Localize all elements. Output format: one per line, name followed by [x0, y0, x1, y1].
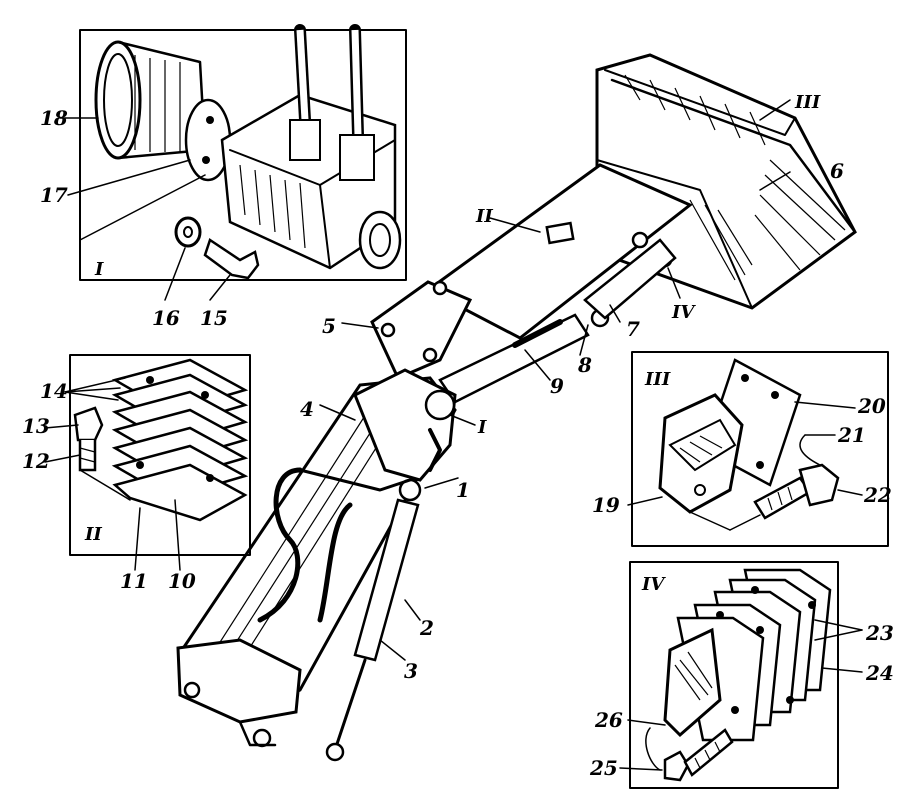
label-roman-I-main: I — [477, 417, 487, 438]
label-roman-II-inset: II — [84, 524, 102, 545]
inset-III-pad-bolt — [627, 351, 889, 547]
label-13: 13 — [22, 414, 50, 438]
label-3: 3 — [404, 659, 418, 683]
callout-labels: 18 17 I 16 15 5 II III 6 IV 7 8 9 4 I 1 … — [22, 92, 894, 780]
label-18: 18 — [40, 106, 68, 130]
label-11: 11 — [120, 569, 148, 593]
label-26: 26 — [594, 708, 623, 732]
label-roman-I-inset: I — [94, 259, 104, 280]
label-roman-II-main: II — [475, 206, 493, 227]
label-7: 7 — [626, 317, 640, 341]
label-9: 9 — [550, 374, 564, 398]
label-8: 8 — [577, 353, 592, 377]
label-6: 6 — [830, 159, 844, 183]
label-21: 21 — [837, 423, 866, 447]
label-20: 20 — [857, 394, 886, 418]
label-5: 5 — [322, 314, 336, 338]
label-12: 12 — [22, 449, 50, 473]
label-2: 2 — [419, 616, 434, 640]
label-15: 15 — [200, 306, 228, 330]
label-roman-III-inset: III — [644, 369, 671, 390]
label-roman-IV-inset: IV — [641, 574, 666, 595]
knuckle-link — [370, 280, 473, 380]
stick-arm — [425, 163, 693, 340]
main-boom — [176, 368, 457, 748]
label-22: 22 — [863, 483, 892, 507]
label-roman-IV-main: IV — [671, 302, 696, 323]
label-24: 24 — [865, 661, 894, 685]
main-boom-assembly — [176, 53, 857, 762]
label-17: 17 — [40, 183, 68, 207]
label-23: 23 — [865, 621, 894, 645]
label-4: 4 — [300, 397, 314, 421]
label-25: 25 — [589, 756, 618, 780]
label-16: 16 — [152, 306, 180, 330]
label-10: 10 — [168, 569, 196, 593]
label-19: 19 — [592, 493, 620, 517]
label-roman-III-main: III — [794, 92, 821, 113]
lift-cylinder — [325, 498, 420, 762]
inset-I-cylinder-mount — [59, 24, 407, 301]
inset-II-wear-plates — [44, 354, 251, 571]
inset-IV-plate-stack — [619, 561, 863, 789]
main-leader-lines — [319, 99, 791, 661]
label-14: 14 — [40, 379, 68, 403]
label-1: 1 — [456, 478, 470, 502]
